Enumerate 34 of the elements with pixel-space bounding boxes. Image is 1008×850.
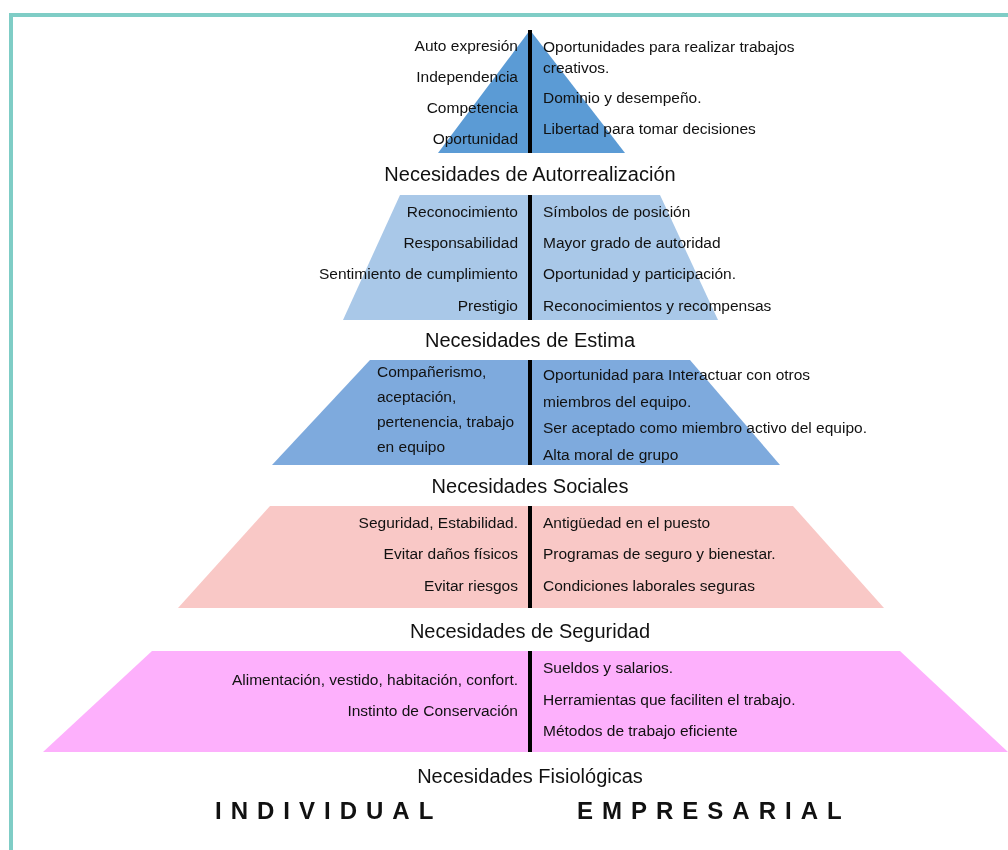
company-measure: Alta moral de grupo [543,446,679,464]
individual-need: Prestigio [457,297,518,315]
company-measure: Condiciones laborales seguras [543,577,755,595]
individual-need: Alimentación, vestido, habitación, confort. [231,671,518,689]
individual-need: Sentimiento de cumplimiento [318,265,518,283]
company-measure: Herramientas que faciliten el trabajo. [543,691,796,709]
individual-need: Reconocimiento [406,203,518,221]
level-title: Necesidades de Seguridad [409,620,651,643]
company-measure: Métodos de trabajo eficiente [543,722,738,740]
individual-need: Evitar riesgos [424,577,518,595]
pyramid-level [43,651,1008,752]
company-measure: Oportunidad y participación. [543,265,736,283]
pyramid-level [178,506,884,608]
company-measure: Mayor grado de autoridad [543,234,721,252]
company-measure: Oportunidad para Interactuar con otros miembros del equipo. [543,364,812,412]
company-measure: Símbolos de posición [543,203,691,221]
company-measure: Reconocimientos y recompensas [543,297,772,315]
company-measure: Programas de seguro y bienestar. [543,545,776,563]
individual-need: Responsabilidad [403,234,518,252]
column-heading: EMPRESARIAL [577,797,851,825]
company-measure: Sueldos y salarios. [543,659,674,677]
level-title: Necesidades de Autorrealización [384,163,676,186]
level-title: Necesidades Sociales [431,475,629,498]
company-measure: Ser aceptado como miembro activo del equipo. [543,419,867,437]
level-title: Necesidades Fisiológicas [417,765,643,788]
column-heading: INDIVIDUAL [215,797,443,825]
company-measure: Antigüedad en el puesto [543,514,711,532]
individual-need: Seguridad, Estabilidad. [358,514,518,532]
company-measure: Libertad para tomar decisiones [543,120,756,138]
individual-need: Compañerismo, aceptación, pertenencia, trabajo en equipo [377,361,515,457]
individual-need: Evitar daños físicos [383,545,518,563]
level-title: Necesidades de Estima [424,329,636,352]
individual-need: Auto expresión [414,37,518,55]
individual-need: Instinto de Conservación [347,702,518,720]
